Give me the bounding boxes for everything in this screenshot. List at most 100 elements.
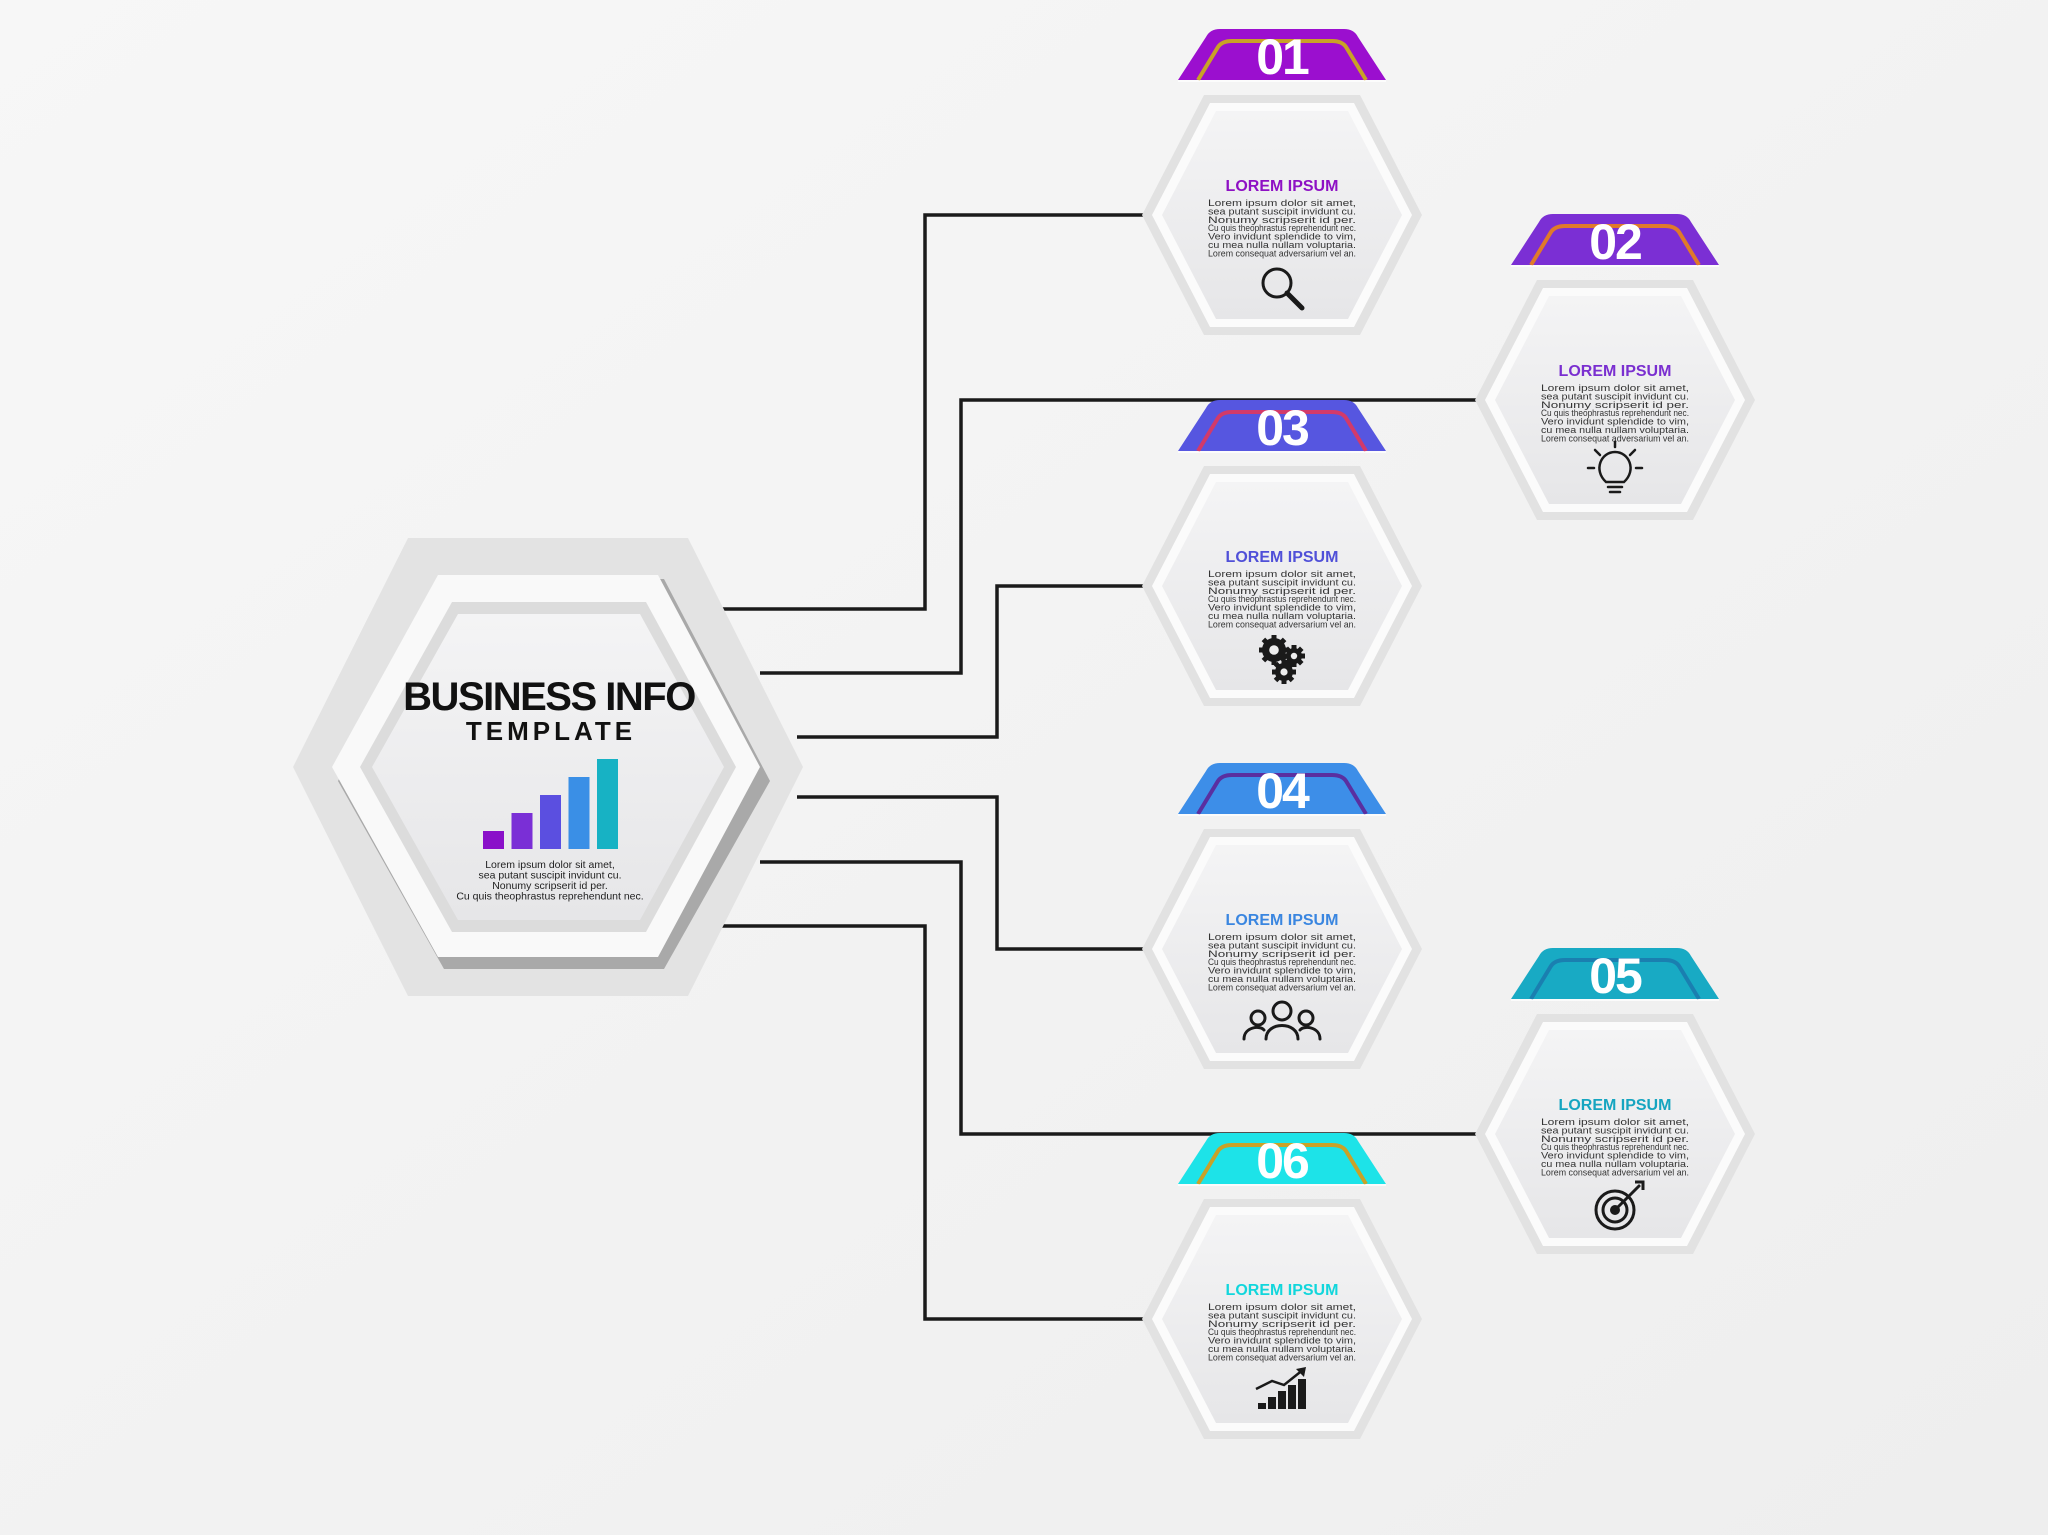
step-body-line: Lorem ipsum dolor sit amet, [1208,569,1356,580]
step-body-line: Vero invidunt splendide to vim, [1208,232,1356,243]
step-title: LOREM IPSUM [1559,363,1672,380]
hub-hexagon: BUSINESS INFO TEMPLATE Lorem ipsum dolor… [293,538,803,996]
step-face-hex [1495,296,1735,504]
target-icon [1594,1180,1645,1231]
hub-body-line: sea putant suscipit invidunt cu. [478,870,621,882]
step-face-hex [1162,1215,1402,1423]
lightbulb-icon [1586,440,1644,494]
step-body-line: Vero invidunt splendide to vim, [1541,1151,1689,1162]
step-title: LOREM IPSUM [1226,1282,1339,1299]
step-tab-accent [1196,1143,1368,1186]
step-body-line: Lorem consequat adversarium vel an. [1208,1352,1356,1363]
connector-01 [722,213,1143,611]
step-body-line: Cu quis theophrastus reprehendunt nec. [1208,594,1356,605]
step-number: 01 [1256,29,1309,85]
step-body-line: Nonumy scripserit id per. [1541,1134,1689,1145]
step-number: 05 [1589,948,1642,1004]
step-number: 04 [1256,763,1310,819]
step-body-line: sea putant suscipit invidunt cu. [1208,940,1356,951]
step-body-line: Lorem ipsum dolor sit amet, [1208,1302,1356,1313]
step-body-line: cu mea nulla nullam voluptaria. [1208,611,1356,622]
step-body-line: Lorem ipsum dolor sit amet, [1541,383,1689,394]
step-body-line: Lorem consequat adversarium vel an. [1541,1167,1689,1178]
hub-body-line: Cu quis theophrastus reprehendunt nec. [456,891,643,903]
step-title: LOREM IPSUM [1226,912,1339,929]
step-title: LOREM IPSUM [1226,178,1339,195]
step-title: LOREM IPSUM [1226,549,1339,566]
connector-02 [760,398,1476,675]
step-tab-accent [1196,410,1368,453]
step-face-hex [1495,1030,1735,1238]
step-body-line: Vero invidunt splendide to vim, [1208,1336,1356,1347]
step-body-line: cu mea nulla nullam voluptaria. [1541,1159,1689,1170]
gears-icon [1259,635,1305,684]
growth-chart-icon [1255,1367,1306,1409]
hub-subtitle: TEMPLATE [466,716,636,746]
step-body-line: Nonumy scripserit id per. [1208,215,1356,226]
step-body-line: Lorem consequat adversarium vel an. [1208,248,1356,259]
hub-title: BUSINESS INFO [403,675,695,719]
step-body-line: Cu quis theophrastus reprehendunt nec. [1541,408,1689,419]
magnifier-icon [1261,267,1305,311]
step-body-line: cu mea nulla nullam voluptaria. [1541,425,1689,436]
step-number: 02 [1589,214,1641,270]
step-face-hex [1162,482,1402,690]
step-body-line: cu mea nulla nullam voluptaria. [1208,240,1356,251]
step-body-line: cu mea nulla nullam voluptaria. [1208,1344,1356,1355]
team-icon [1242,1000,1322,1041]
step-body-line: Lorem consequat adversarium vel an. [1541,433,1689,444]
hub-body-line: Lorem ipsum dolor sit amet, [485,859,615,871]
hub-bar [597,759,618,849]
hub-bar [540,795,561,849]
step-body-line: Cu quis theophrastus reprehendunt nec. [1208,957,1356,968]
step-body-line: Vero invidunt splendide to vim, [1208,603,1356,614]
step-body-line: Cu quis theophrastus reprehendunt nec. [1541,1142,1689,1153]
step-face-hex [1162,845,1402,1053]
step-title: LOREM IPSUM [1559,1097,1672,1114]
step-tab-accent [1529,224,1701,267]
step-body-line: Cu quis theophrastus reprehendunt nec. [1208,223,1356,234]
step-body-line: Vero invidunt splendide to vim, [1541,417,1689,428]
hub-body-line: Nonumy scripserit id per. [492,880,608,892]
step-tab-accent [1196,773,1368,816]
step-tab-accent [1529,958,1701,1001]
connector-04 [797,795,1143,951]
step-body-line: Nonumy scripserit id per. [1208,949,1356,960]
step-tab-accent [1196,39,1368,82]
step-body-line: sea putant suscipit invidunt cu. [1208,1310,1356,1321]
step-body-line: Lorem ipsum dolor sit amet, [1208,932,1356,943]
step-face-hex [1162,111,1402,319]
step-body-line: Lorem consequat adversarium vel an. [1208,619,1356,630]
hub-bar [511,813,533,849]
hub-bar [568,777,590,849]
step-body-line: Lorem ipsum dolor sit amet, [1208,198,1356,209]
hub-face [372,614,724,920]
step-body-line: sea putant suscipit invidunt cu. [1208,577,1356,588]
step-body-line: Nonumy scripserit id per. [1208,586,1356,597]
step-number: 03 [1256,400,1308,456]
step-body-line: Nonumy scripserit id per. [1208,1319,1356,1330]
hub-description: Lorem ipsum dolor sit amet,sea putant su… [456,859,643,903]
connector-lines [722,213,1476,1321]
step-body-line: Lorem ipsum dolor sit amet, [1541,1117,1689,1128]
step-body-line: Nonumy scripserit id per. [1541,400,1689,411]
step-body-line: Vero invidunt splendide to vim, [1208,966,1356,977]
step-body-line: sea putant suscipit invidunt cu. [1541,1125,1689,1136]
step-body-line: cu mea nulla nullam voluptaria. [1208,974,1356,985]
bar-chart-icon [483,759,618,849]
step-body-line: sea putant suscipit invidunt cu. [1208,206,1356,217]
step-number: 06 [1256,1133,1308,1189]
connector-06 [722,924,1143,1321]
step-body-line: sea putant suscipit invidunt cu. [1541,391,1689,402]
step-body-line: Cu quis theophrastus reprehendunt nec. [1208,1327,1356,1338]
step-body-line: Lorem consequat adversarium vel an. [1208,982,1356,993]
